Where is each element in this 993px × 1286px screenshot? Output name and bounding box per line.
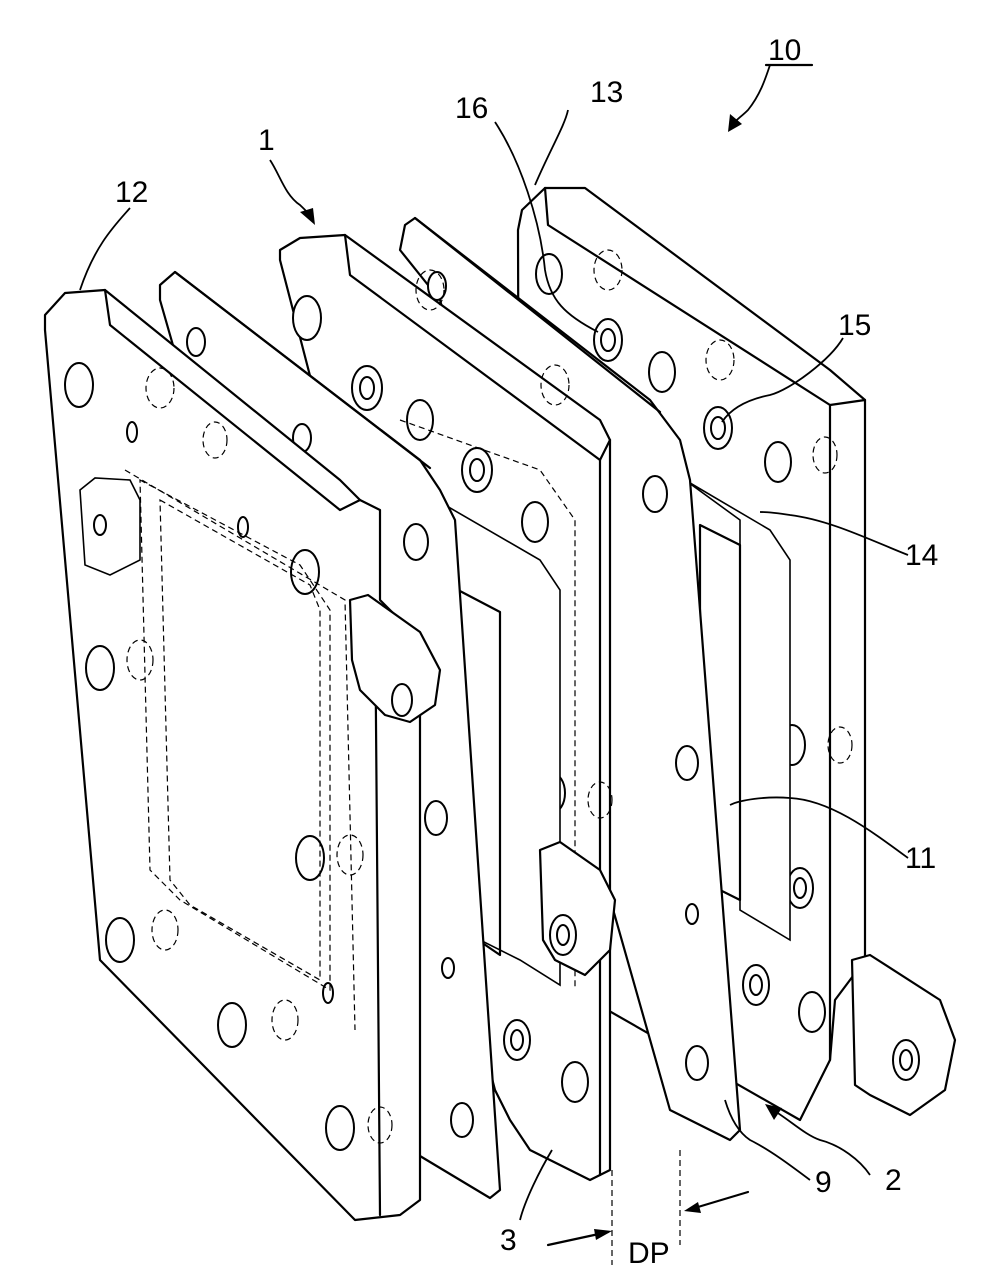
label-3: 3	[500, 1224, 517, 1257]
label-dp: DP	[628, 1237, 670, 1270]
label-15: 15	[838, 309, 871, 342]
label-14: 14	[905, 539, 938, 572]
label-2: 2	[885, 1164, 902, 1197]
label-11: 11	[905, 842, 936, 875]
label-1: 1	[258, 124, 275, 157]
lug-right	[852, 955, 955, 1115]
label-13: 13	[590, 76, 623, 109]
label-12: 12	[115, 176, 148, 209]
label-9: 9	[815, 1166, 832, 1199]
label-16: 16	[455, 92, 488, 125]
label-10: 10	[768, 34, 801, 67]
